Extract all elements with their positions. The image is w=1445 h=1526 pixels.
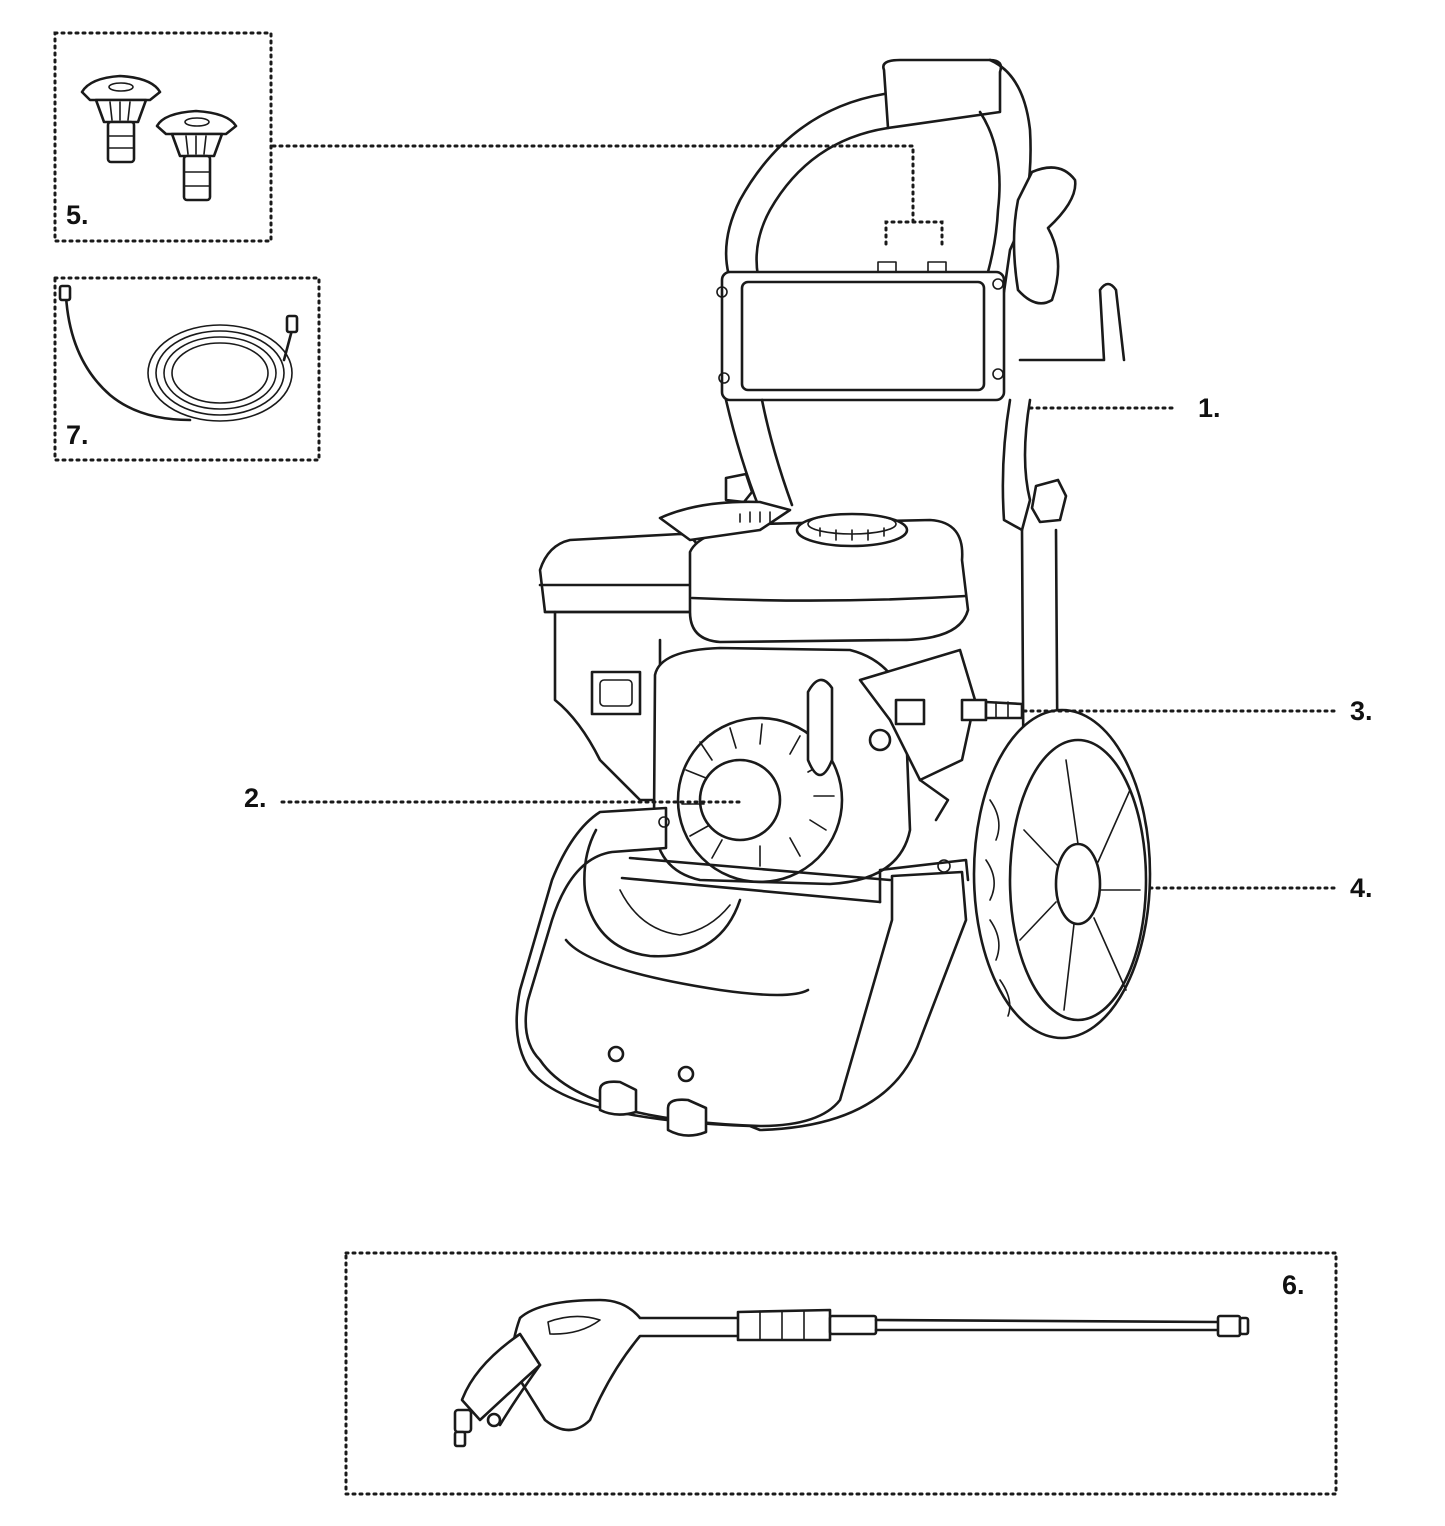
callout-5: 5. [66, 200, 89, 230]
nozzle-icon-small [155, 109, 238, 202]
nozzles-inset: 5. [53, 31, 273, 243]
hose-inset-border [53, 276, 321, 462]
callout-7: 7. [66, 420, 89, 450]
callout-3: 3. [1350, 696, 1373, 726]
pressure-washer-illustration [515, 58, 1152, 1137]
leader-5 [271, 144, 944, 246]
callout-6: 6. [1282, 1270, 1305, 1300]
callout-4: 4. [1350, 873, 1373, 903]
spray-gun-icon [453, 1298, 1250, 1448]
engine [538, 500, 977, 886]
leader-lines [271, 144, 1340, 890]
hose-inset: 7. [53, 276, 321, 462]
pump-outlet [960, 698, 1024, 722]
callout-1: 1. [1198, 393, 1221, 423]
nozzles-inset-border [53, 31, 273, 243]
spray-gun-inset-border [344, 1251, 1338, 1496]
rear-wheel [583, 828, 742, 958]
callout-2: 2. [244, 783, 267, 813]
base-frame [515, 806, 970, 1137]
nozzle-icon-large [80, 74, 162, 164]
wheel [972, 708, 1152, 1040]
spray-gun-inset: 6. [344, 1251, 1338, 1496]
frame-handle [716, 58, 1126, 862]
hose-coil-icon [58, 284, 299, 422]
